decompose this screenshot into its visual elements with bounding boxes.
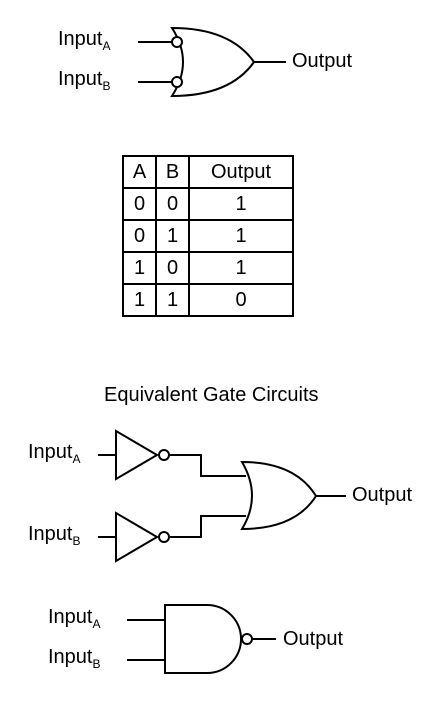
gate1-input-a-label: InputA	[58, 28, 111, 53]
gate1-input-b-label: InputB	[58, 68, 111, 93]
input-subscript: B	[102, 79, 111, 93]
nand-gate-body	[164, 604, 242, 674]
input-text: Input	[28, 441, 73, 463]
cell-b: 0	[155, 187, 190, 221]
nand-inversion-bubble	[241, 633, 253, 645]
circuit2-input-a-label: InputA	[48, 606, 101, 631]
cell-b: 1	[155, 283, 190, 317]
table-row: 0 1 1	[122, 219, 294, 253]
truth-table-header-row: A B Output	[122, 155, 294, 189]
or-gate-inverted-inputs	[138, 26, 286, 98]
input-subscript: B	[92, 657, 101, 671]
inverter-or-circuit	[98, 429, 346, 563]
cell-a: 0	[122, 187, 157, 221]
section-title: Equivalent Gate Circuits	[104, 384, 319, 406]
header-b: B	[155, 155, 190, 189]
table-row: 0 0 1	[122, 187, 294, 221]
inversion-bubble-a	[171, 36, 183, 48]
table-row: 1 1 0	[122, 283, 294, 317]
inverter-a	[115, 429, 159, 481]
cell-output: 0	[188, 283, 294, 317]
table-row: 1 0 1	[122, 251, 294, 285]
circuit1-input-a-label: InputA	[28, 441, 81, 466]
circuit2-output-label: Output	[283, 628, 344, 650]
input-text: Input	[48, 606, 93, 628]
cell-a: 1	[122, 283, 157, 317]
wire-inverter-a-to-or	[169, 454, 246, 477]
cell-a: 1	[122, 251, 157, 285]
input-text: Input	[58, 68, 103, 90]
input-subscript: B	[72, 534, 81, 548]
input-text: Input	[28, 523, 73, 545]
cell-b: 0	[155, 251, 190, 285]
circuit1-input-b-label: InputB	[28, 523, 81, 548]
inverter-b-bubble	[158, 531, 170, 543]
or-gate-body	[170, 26, 256, 98]
input-text: Input	[48, 646, 93, 668]
cell-output: 1	[188, 187, 294, 221]
cell-output: 1	[188, 251, 294, 285]
header-a: A	[122, 155, 157, 189]
circuit2-input-b-label: InputB	[48, 646, 101, 671]
inverter-b	[115, 511, 159, 563]
cell-output: 1	[188, 219, 294, 253]
or-gate-body	[240, 460, 318, 531]
truth-table: A B Output 0 0 1 0 1 1 1 0 1 1 1 0	[122, 155, 294, 317]
inversion-bubble-b	[171, 76, 183, 88]
wire-inverter-b-to-or	[169, 515, 246, 538]
cell-b: 1	[155, 219, 190, 253]
input-text: Input	[58, 28, 103, 50]
input-subscript: A	[102, 39, 111, 53]
header-output: Output	[188, 155, 294, 189]
input-subscript: A	[92, 617, 101, 631]
circuit1-output-label: Output	[352, 484, 413, 506]
input-subscript: A	[72, 452, 81, 466]
inverter-a-bubble	[158, 449, 170, 461]
nand-gate-circuit	[127, 604, 276, 674]
cell-a: 0	[122, 219, 157, 253]
gate1-output-label: Output	[292, 50, 353, 72]
